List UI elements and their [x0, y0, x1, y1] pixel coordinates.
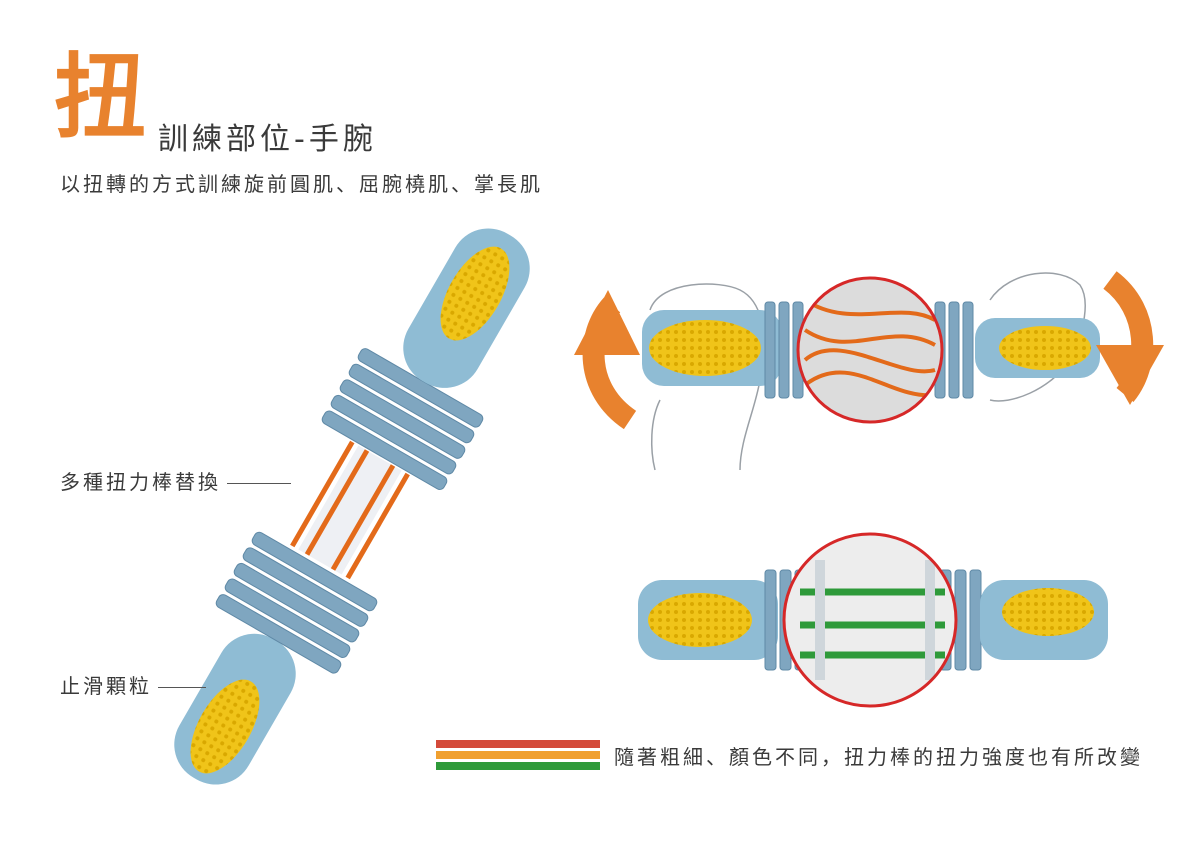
callout-grip-label: 止滑顆粒	[60, 674, 152, 698]
legend-bar-red	[436, 740, 600, 748]
callout-grip: 止滑顆粒	[60, 670, 206, 699]
training-description: 以扭轉的方式訓練旋前圓肌、屈腕橈肌、掌長肌	[60, 172, 543, 196]
callout-torsion-bars: 多種扭力棒替換	[60, 466, 291, 495]
legend-bar-orange	[436, 751, 600, 759]
callout-torsion-bars-label: 多種扭力棒替換	[60, 470, 221, 494]
callout-leader-line	[158, 687, 206, 688]
callout-leader-line	[227, 483, 291, 484]
training-area-title: 訓練部位-手腕	[158, 122, 377, 157]
legend-bar-green	[436, 762, 600, 770]
headline-character: 扭	[54, 44, 147, 151]
main-product-image	[174, 228, 530, 785]
legend-color-bars	[436, 740, 600, 773]
green-bars-image	[638, 532, 1108, 708]
twist-demo-image	[574, 271, 1164, 471]
legend-caption: 隨著粗細、顏色不同，扭力棒的扭力強度也有所改變	[614, 745, 1143, 769]
